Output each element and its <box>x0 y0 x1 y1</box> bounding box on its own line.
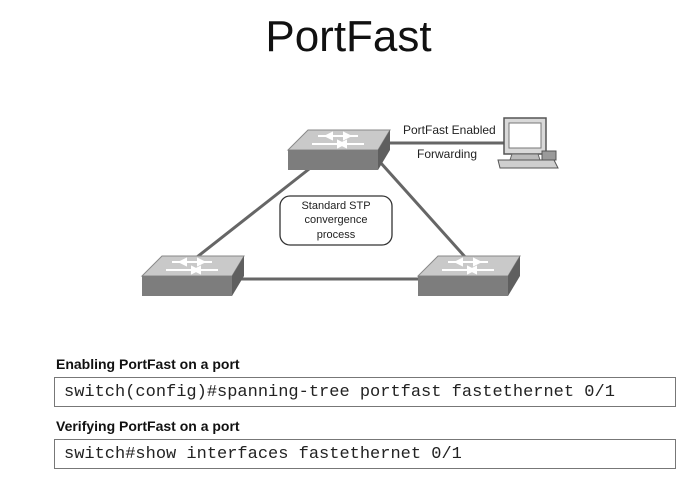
link-top-left <box>182 160 319 270</box>
stp-box-line-1: Standard STP <box>301 200 370 212</box>
links <box>182 141 510 281</box>
network-diagram: PortFast Enabled Forwarding Standard STP… <box>140 117 559 296</box>
enable-portfast-heading: Enabling PortFast on a port <box>56 356 240 372</box>
stp-box-line-2: convergence <box>305 214 368 226</box>
link-top-right <box>378 160 477 270</box>
enable-portfast-command: switch(config)#spanning-tree portfast fa… <box>54 377 676 407</box>
verify-portfast-command: switch#show interfaces fastethernet 0/1 <box>54 439 676 469</box>
verify-portfast-heading: Verifying PortFast on a port <box>56 418 240 434</box>
computer-icon <box>497 117 559 169</box>
stp-process-box <box>279 195 393 246</box>
stp-box-line-3: process <box>317 229 356 241</box>
page-title: PortFast <box>265 12 432 61</box>
switch-top-icon <box>286 129 391 170</box>
pc-label-portfast: PortFast Enabled <box>403 123 496 137</box>
switch-bottom-right-icon <box>416 255 521 296</box>
pc-label-forwarding: Forwarding <box>417 147 477 161</box>
switch-bottom-left-icon <box>140 255 245 296</box>
